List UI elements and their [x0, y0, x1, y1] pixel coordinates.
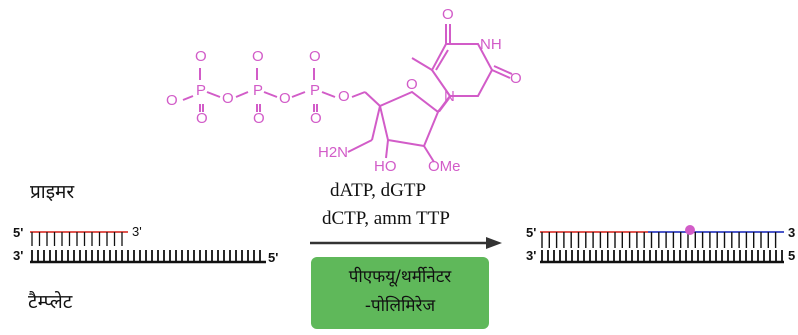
polymerase-line-1: पीएफयू/थर्मीनेटर: [348, 267, 452, 287]
oxo-o-3: O: [310, 110, 322, 127]
base-n: N: [444, 88, 455, 105]
oxo-o-2: O: [253, 110, 265, 127]
bridge-o-1: O: [222, 90, 234, 107]
phosphate-o-minus-1: O: [195, 48, 207, 65]
oxo-o-1: O: [196, 110, 208, 127]
template-label: टैम्प्लेट: [28, 291, 73, 313]
right-product-3-end: 3: [788, 225, 796, 240]
hydroxyl-ho: HO: [374, 158, 397, 175]
reagents-line-2: dCTP, amm TTP: [322, 208, 450, 229]
reagents-line-1: dATP, dGTP: [330, 180, 427, 201]
ring-o: O: [406, 76, 418, 93]
bridge-o-2: O: [279, 90, 291, 107]
phosphate-p-2: P: [253, 82, 264, 99]
left-template-3-end: 3': [13, 248, 24, 263]
left-primer-3-end: 3': [132, 224, 142, 239]
left-template-5-end: 5': [268, 250, 279, 265]
right-product-5-end: 5': [526, 225, 537, 240]
phosphate-o-minus-3: O: [309, 48, 321, 65]
base-nh: NH: [480, 36, 502, 53]
phosphate-o-minus-4: O: [166, 92, 178, 109]
base-o-top: O: [442, 6, 454, 23]
phosphate-p-1: P: [196, 82, 207, 99]
right-template-5-end: 5: [788, 248, 796, 263]
right-template-3-end: 3': [526, 248, 537, 263]
bridge-o-3: O: [338, 88, 350, 105]
modified-nucleotide-marker: [685, 225, 695, 235]
left-primer-5-end: 5': [13, 225, 24, 240]
base-o-right: O: [510, 70, 522, 87]
primer-label: प्राइमर: [30, 181, 75, 203]
phosphate-p-3: P: [310, 82, 321, 99]
polymerase-box: पीएफयू/थर्मीनेटर -पोलिमिरेज: [311, 257, 489, 329]
phosphate-o-minus-2: O: [252, 48, 264, 65]
polymerase-line-2: -पोलिमिरेज: [364, 296, 436, 316]
amine-h2n: H2N: [318, 144, 349, 161]
methoxy-ome: OMe: [428, 158, 461, 175]
